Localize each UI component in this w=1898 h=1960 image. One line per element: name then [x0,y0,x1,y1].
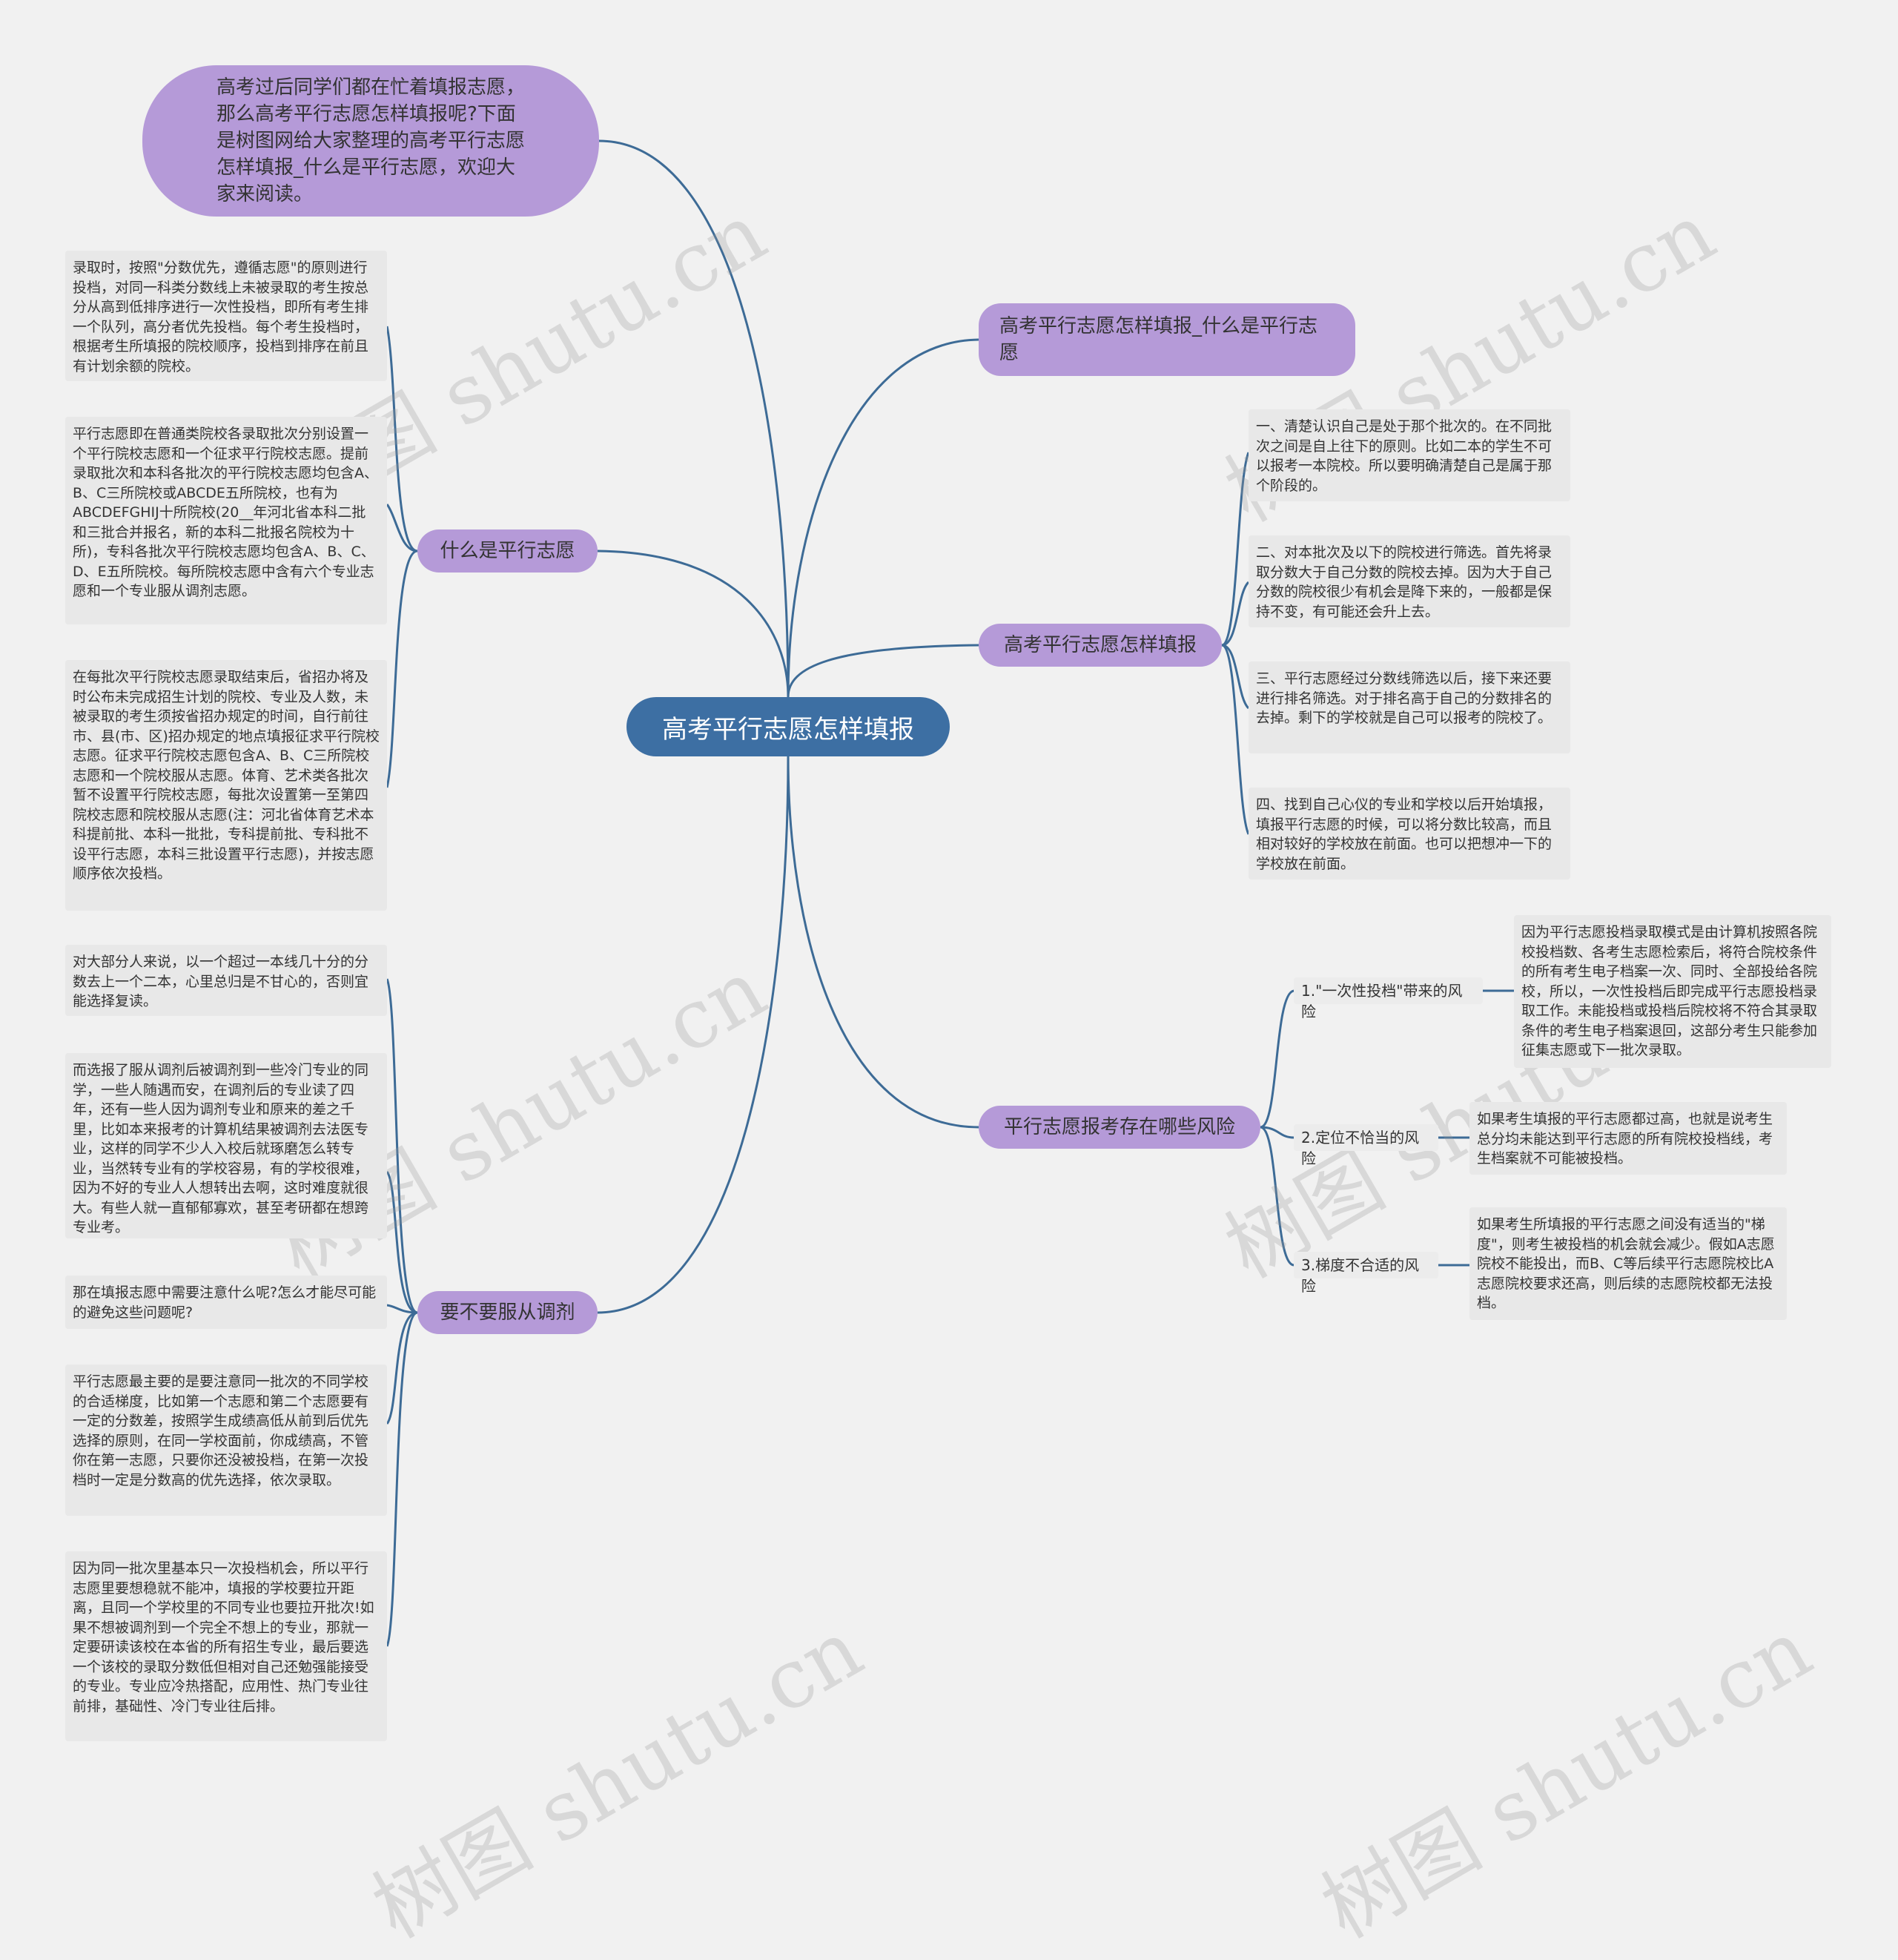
leaf-what-is-2[interactable]: 平行志愿即在普通类院校各录取批次分别设置一个平行院校志愿和一个征求平行院校志愿。… [65,417,387,624]
root-node[interactable]: 高考平行志愿怎样填报 [626,697,950,756]
branch-what-is-label: 什么是平行志愿 [440,540,575,562]
leaf-adjust-5[interactable]: 因为同一批次里基本只一次投档机会，所以平行志愿里要想稳就不能冲，填报的学校要拉开… [65,1551,387,1741]
risk-detail-1[interactable]: 因为平行志愿投档录取模式是由计算机按照各院校投档数、各考生志愿检索后，将符合院校… [1514,915,1831,1068]
branch-what-is[interactable]: 什么是平行志愿 [417,529,598,573]
root-label: 高考平行志愿怎样填报 [662,714,914,745]
risk-detail-2[interactable]: 如果考生填报的平行志愿都过高，也就是说考生总分均未能达到平行志愿的所有院校投档线… [1469,1102,1787,1175]
risk-item-2[interactable]: 2.定位不恰当的风险 [1294,1124,1438,1167]
risk-item-1[interactable]: 1."一次性投档"带来的风险 [1294,977,1483,1020]
leaf-adjust-4[interactable]: 平行志愿最主要的是要注意同一批次的不同学校的合适梯度，比如第一个志愿和第二个志愿… [65,1365,387,1516]
intro-text: 高考过后同学们都在忙着填报志愿，那么高考平行志愿怎样填报呢?下面是树图网给大家整… [216,76,526,205]
intro-node[interactable]: 高考过后同学们都在忙着填报志愿，那么高考平行志愿怎样填报呢?下面是树图网给大家整… [142,65,599,217]
branch-adjust-label: 要不要服从调剂 [440,1301,575,1324]
leaf-how-to-1[interactable]: 一、清楚认识自己是处于那个批次的。在不同批次之间是自上往下的原则。比如二本的学生… [1249,409,1570,501]
risk-item-3-label: 3.梯度不合适的风险 [1301,1256,1420,1295]
leaf-how-to-2[interactable]: 二、对本批次及以下的院校进行筛选。首先将录取分数大于自己分数的院校去掉。因为大于… [1249,535,1570,627]
risk-item-1-label: 1."一次性投档"带来的风险 [1301,982,1463,1020]
leaf-how-to-3[interactable]: 三、平行志愿经过分数线筛选以后，接下来还要进行排名筛选。对于排名高于自己的分数排… [1249,661,1570,753]
leaf-adjust-1[interactable]: 对大部分人来说，以一个超过一本线几十分的分数去上一个二本，心里总归是不甘心的，否… [65,945,387,1016]
branch-how-to-label: 高考平行志愿怎样填报 [1003,634,1197,656]
risk-item-3[interactable]: 3.梯度不合适的风险 [1294,1252,1438,1295]
risk-item-2-label: 2.定位不恰当的风险 [1301,1129,1420,1167]
branch-adjust[interactable]: 要不要服从调剂 [417,1291,598,1334]
branch-risks-label: 平行志愿报考存在哪些风险 [1003,1116,1235,1138]
branch-risks[interactable]: 平行志愿报考存在哪些风险 [979,1106,1260,1149]
leaf-what-is-1[interactable]: 录取时，按照"分数优先，遵循志愿"的原则进行投档，对同一科类分数线上未被录取的考… [65,251,387,381]
leaf-adjust-2[interactable]: 而选报了服从调剂后被调剂到一些冷门专业的同学，一些人随遇而安，在调剂后的专业读了… [65,1053,387,1238]
branch-how-to[interactable]: 高考平行志愿怎样填报 [979,624,1222,667]
branch-title[interactable]: 高考平行志愿怎样填报_什么是平行志愿 [979,303,1355,376]
connector-lines [386,139,1514,1647]
risk-detail-3[interactable]: 如果考生所填报的平行志愿之间没有适当的"梯度"，则考生被投档的机会就会减少。假如… [1469,1207,1787,1320]
branch-title-label: 高考平行志愿怎样填报_什么是平行志愿 [999,315,1318,364]
leaf-adjust-3[interactable]: 那在填报志愿中需要注意什么呢?怎么才能尽可能的避免这些问题呢? [65,1276,387,1329]
leaf-how-to-4[interactable]: 四、找到自己心仪的专业和学校以后开始填报，填报平行志愿的时候，可以将分数比较高，… [1249,788,1570,880]
leaf-what-is-3[interactable]: 在每批次平行院校志愿录取结束后，省招办将及时公布未完成招生计划的院校、专业及人数… [65,660,387,911]
